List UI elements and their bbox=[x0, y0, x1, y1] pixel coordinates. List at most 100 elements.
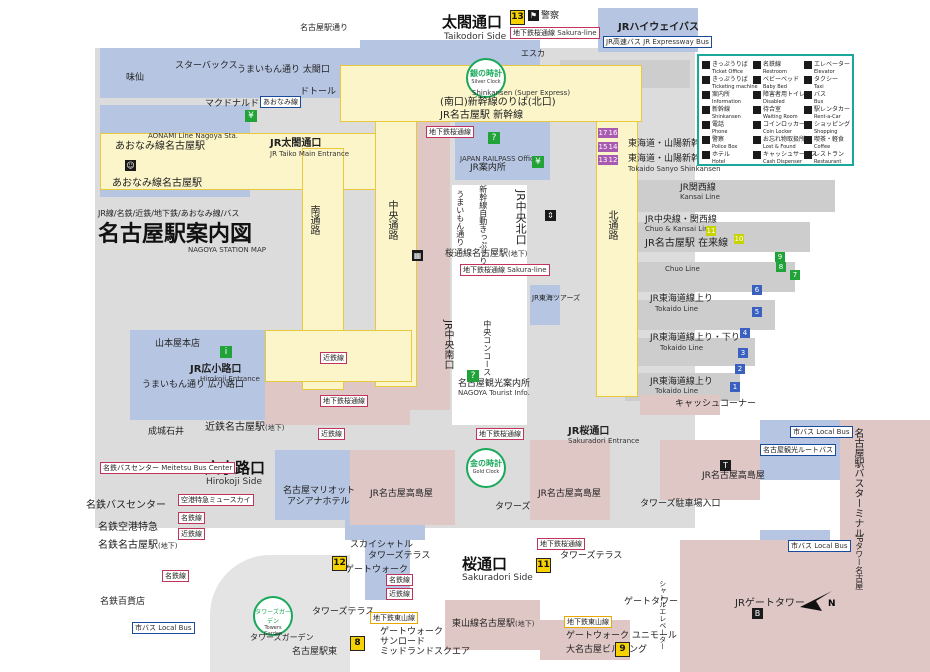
north-corridor-label: 北通路 bbox=[606, 210, 617, 240]
legend-item-label: きっぷうりば bbox=[712, 76, 748, 83]
jr-chuo-kansai-label: JR中央線・関西線 bbox=[645, 215, 717, 225]
platform-7[interactable]: 7 bbox=[790, 270, 800, 280]
jr-central-south-label: JR中央南口 bbox=[442, 320, 453, 370]
platform-band-4 bbox=[625, 262, 795, 292]
platform-12[interactable]: 12 bbox=[608, 155, 618, 165]
dai-nagoya-label: 大名古屋ビルヂング bbox=[566, 645, 648, 655]
sakura-line-tag-bottom[interactable]: 地下鉄桜通線 bbox=[537, 538, 585, 550]
towers-parking-label: タワーズ駐車場入口 bbox=[640, 499, 721, 509]
jr-line-en-1: Tokaido Sanyo Shinkansen bbox=[628, 165, 721, 173]
legend-item-label: ショッピング bbox=[814, 121, 851, 128]
aonami-line-tag[interactable]: あおなみ線 bbox=[260, 96, 301, 108]
jr-zairaisen-label: JR名古屋駅 在来線 bbox=[645, 238, 729, 249]
exit-9-marker[interactable]: 9 bbox=[615, 642, 630, 657]
exit-13-marker[interactable]: 13 bbox=[510, 10, 525, 25]
kintetsu-tag-3[interactable]: 近鉄線 bbox=[178, 528, 205, 540]
legend-item-label: 障害者用トイレ bbox=[763, 91, 806, 98]
shuttle-elevator-label: シャトルエレベーター bbox=[658, 580, 667, 650]
information-icon: ? bbox=[488, 132, 500, 144]
city-bus-tag-lower[interactable]: 市バス Local Bus bbox=[788, 540, 851, 552]
jr-tokaido-label-3: JR東海道線上り bbox=[650, 377, 713, 387]
legend-item-en: Rent-a-Car bbox=[814, 113, 841, 120]
legend-item-en: Information bbox=[712, 98, 741, 105]
corridor-taiko-yellow bbox=[100, 133, 402, 190]
legend-item-en: Shopping bbox=[814, 128, 838, 135]
legend-item-label: タクシー bbox=[814, 76, 839, 83]
exit-12-marker[interactable]: 12 bbox=[332, 556, 347, 571]
marriott-label-2: アシアナホテル bbox=[287, 497, 350, 507]
south-corridor-label: 南通路 bbox=[308, 205, 319, 235]
kintetsu-tag-2[interactable]: 近鉄線 bbox=[320, 352, 347, 364]
coin-locker-icon: ▦ bbox=[412, 250, 423, 261]
meitetsu-tag-2[interactable]: 名鉄線 bbox=[162, 570, 189, 582]
doutor-label: ドトール bbox=[300, 87, 337, 97]
sakura-line-tag-top[interactable]: 地下鉄桜通線 bbox=[426, 126, 474, 138]
sakura-line-tag-hirokoji[interactable]: 地下鉄桜通線 bbox=[320, 395, 368, 407]
higashiyama-tag-left[interactable]: 地下鉄東山線 bbox=[370, 612, 418, 624]
restaurant-icon bbox=[804, 150, 812, 159]
platform-1[interactable]: 1 bbox=[730, 382, 740, 392]
sakura-line-tag-low[interactable]: 地下鉄桜通線 bbox=[476, 428, 524, 440]
bus-icon bbox=[804, 90, 812, 99]
sakura-station-label: 桜通線名古屋駅(地下) bbox=[445, 249, 528, 259]
cashier-pink-block bbox=[640, 395, 720, 415]
platform-2[interactable]: 2 bbox=[735, 364, 745, 374]
jr-chuo-en: Chuo Line bbox=[665, 265, 700, 273]
platform-8[interactable]: 8 bbox=[776, 262, 786, 272]
central-concourse-label: 中央コンコース bbox=[482, 320, 492, 376]
meitetsu-nagoya-label: 名鉄名古屋駅(地下) bbox=[98, 540, 178, 551]
platform-11[interactable]: 11 bbox=[706, 226, 716, 236]
meitetsu-bus-center-tag[interactable]: 名鉄バスセンター Meitetsu Bus Center bbox=[100, 462, 236, 474]
meitetsu-tag-3[interactable]: 名鉄線 bbox=[386, 574, 413, 586]
platform-3[interactable]: 3 bbox=[738, 348, 748, 358]
starbucks-label: スターバックス bbox=[175, 61, 238, 71]
information-icon bbox=[702, 90, 710, 99]
jr-hirokoji-entrance-label: JR広小路口 bbox=[190, 364, 242, 375]
sakuradori-side-en: Sakuradori Side bbox=[462, 573, 533, 583]
platform-14[interactable]: 14 bbox=[608, 142, 618, 152]
aonami-station-en: AONAMI Line Nagoya Sta. bbox=[148, 132, 238, 140]
meitetsu-tag[interactable]: 名鉄線 bbox=[178, 512, 205, 524]
platform-17[interactable]: 17 bbox=[598, 128, 608, 138]
airport-express-tag[interactable]: 空港特急ミュースカイ bbox=[178, 494, 254, 506]
ajisen-label: 味仙 bbox=[126, 73, 145, 83]
city-bus-tag-right[interactable]: 市バス Local Bus bbox=[790, 426, 853, 438]
takashimaya-label-2: JR名古屋高島屋 bbox=[538, 489, 601, 499]
platform-5[interactable]: 5 bbox=[752, 307, 762, 317]
platform-9[interactable]: 9 bbox=[775, 252, 785, 262]
platform-4[interactable]: 4 bbox=[740, 328, 750, 338]
kintetsu-tag-4[interactable]: 近鉄線 bbox=[386, 588, 413, 600]
legend-item-en: Disabled bbox=[763, 98, 785, 105]
legend-item-en: Police Box bbox=[712, 143, 738, 150]
platform-13[interactable]: 13 bbox=[598, 155, 608, 165]
kintetsu-nagoya-label: 近鉄名古屋駅(地下) bbox=[205, 422, 285, 433]
towers-garden-clock[interactable]: タワーズガーデン Towers Garden bbox=[253, 596, 293, 637]
midland-label: ミッドランドスクエア bbox=[380, 647, 471, 657]
platform-15[interactable]: 15 bbox=[598, 142, 608, 152]
sakura-line-tag-mid[interactable]: 地下鉄桜通線 Sakura-line bbox=[460, 264, 550, 276]
platform-16[interactable]: 16 bbox=[608, 128, 618, 138]
exit-11-marker[interactable]: 11 bbox=[536, 558, 551, 573]
jr-highway-bus-tag[interactable]: JR高速バス JR Expressway Bus bbox=[603, 36, 712, 48]
silver-clock[interactable]: 銀の時計 Silver Clock bbox=[466, 58, 506, 98]
platform-10[interactable]: 10 bbox=[734, 234, 744, 244]
jr-taiko-entrance-label: JR太閤通口 bbox=[270, 138, 322, 149]
gold-clock[interactable]: 金の時計 Gold Clock bbox=[466, 448, 506, 488]
city-bus-tag-left[interactable]: 市バス Local Bus bbox=[132, 622, 195, 634]
route-bus-tag[interactable]: 名古屋観光ルートバス bbox=[760, 444, 836, 456]
kintetsu-tag[interactable]: 近鉄線 bbox=[318, 428, 345, 440]
meitetsu-bus-center-label: 名鉄バスセンター bbox=[86, 500, 166, 511]
umaimon-hirokoji-label: うまいもん通り 広小路口 bbox=[142, 380, 244, 390]
exit-8-marker[interactable]: 8 bbox=[350, 636, 365, 651]
higashiyama-tag-right[interactable]: 地下鉄東山線 bbox=[564, 616, 612, 628]
legend-item-en: Hotel bbox=[712, 158, 726, 165]
platform-6[interactable]: 6 bbox=[752, 285, 762, 295]
towers-label: タワーズ bbox=[495, 502, 531, 512]
